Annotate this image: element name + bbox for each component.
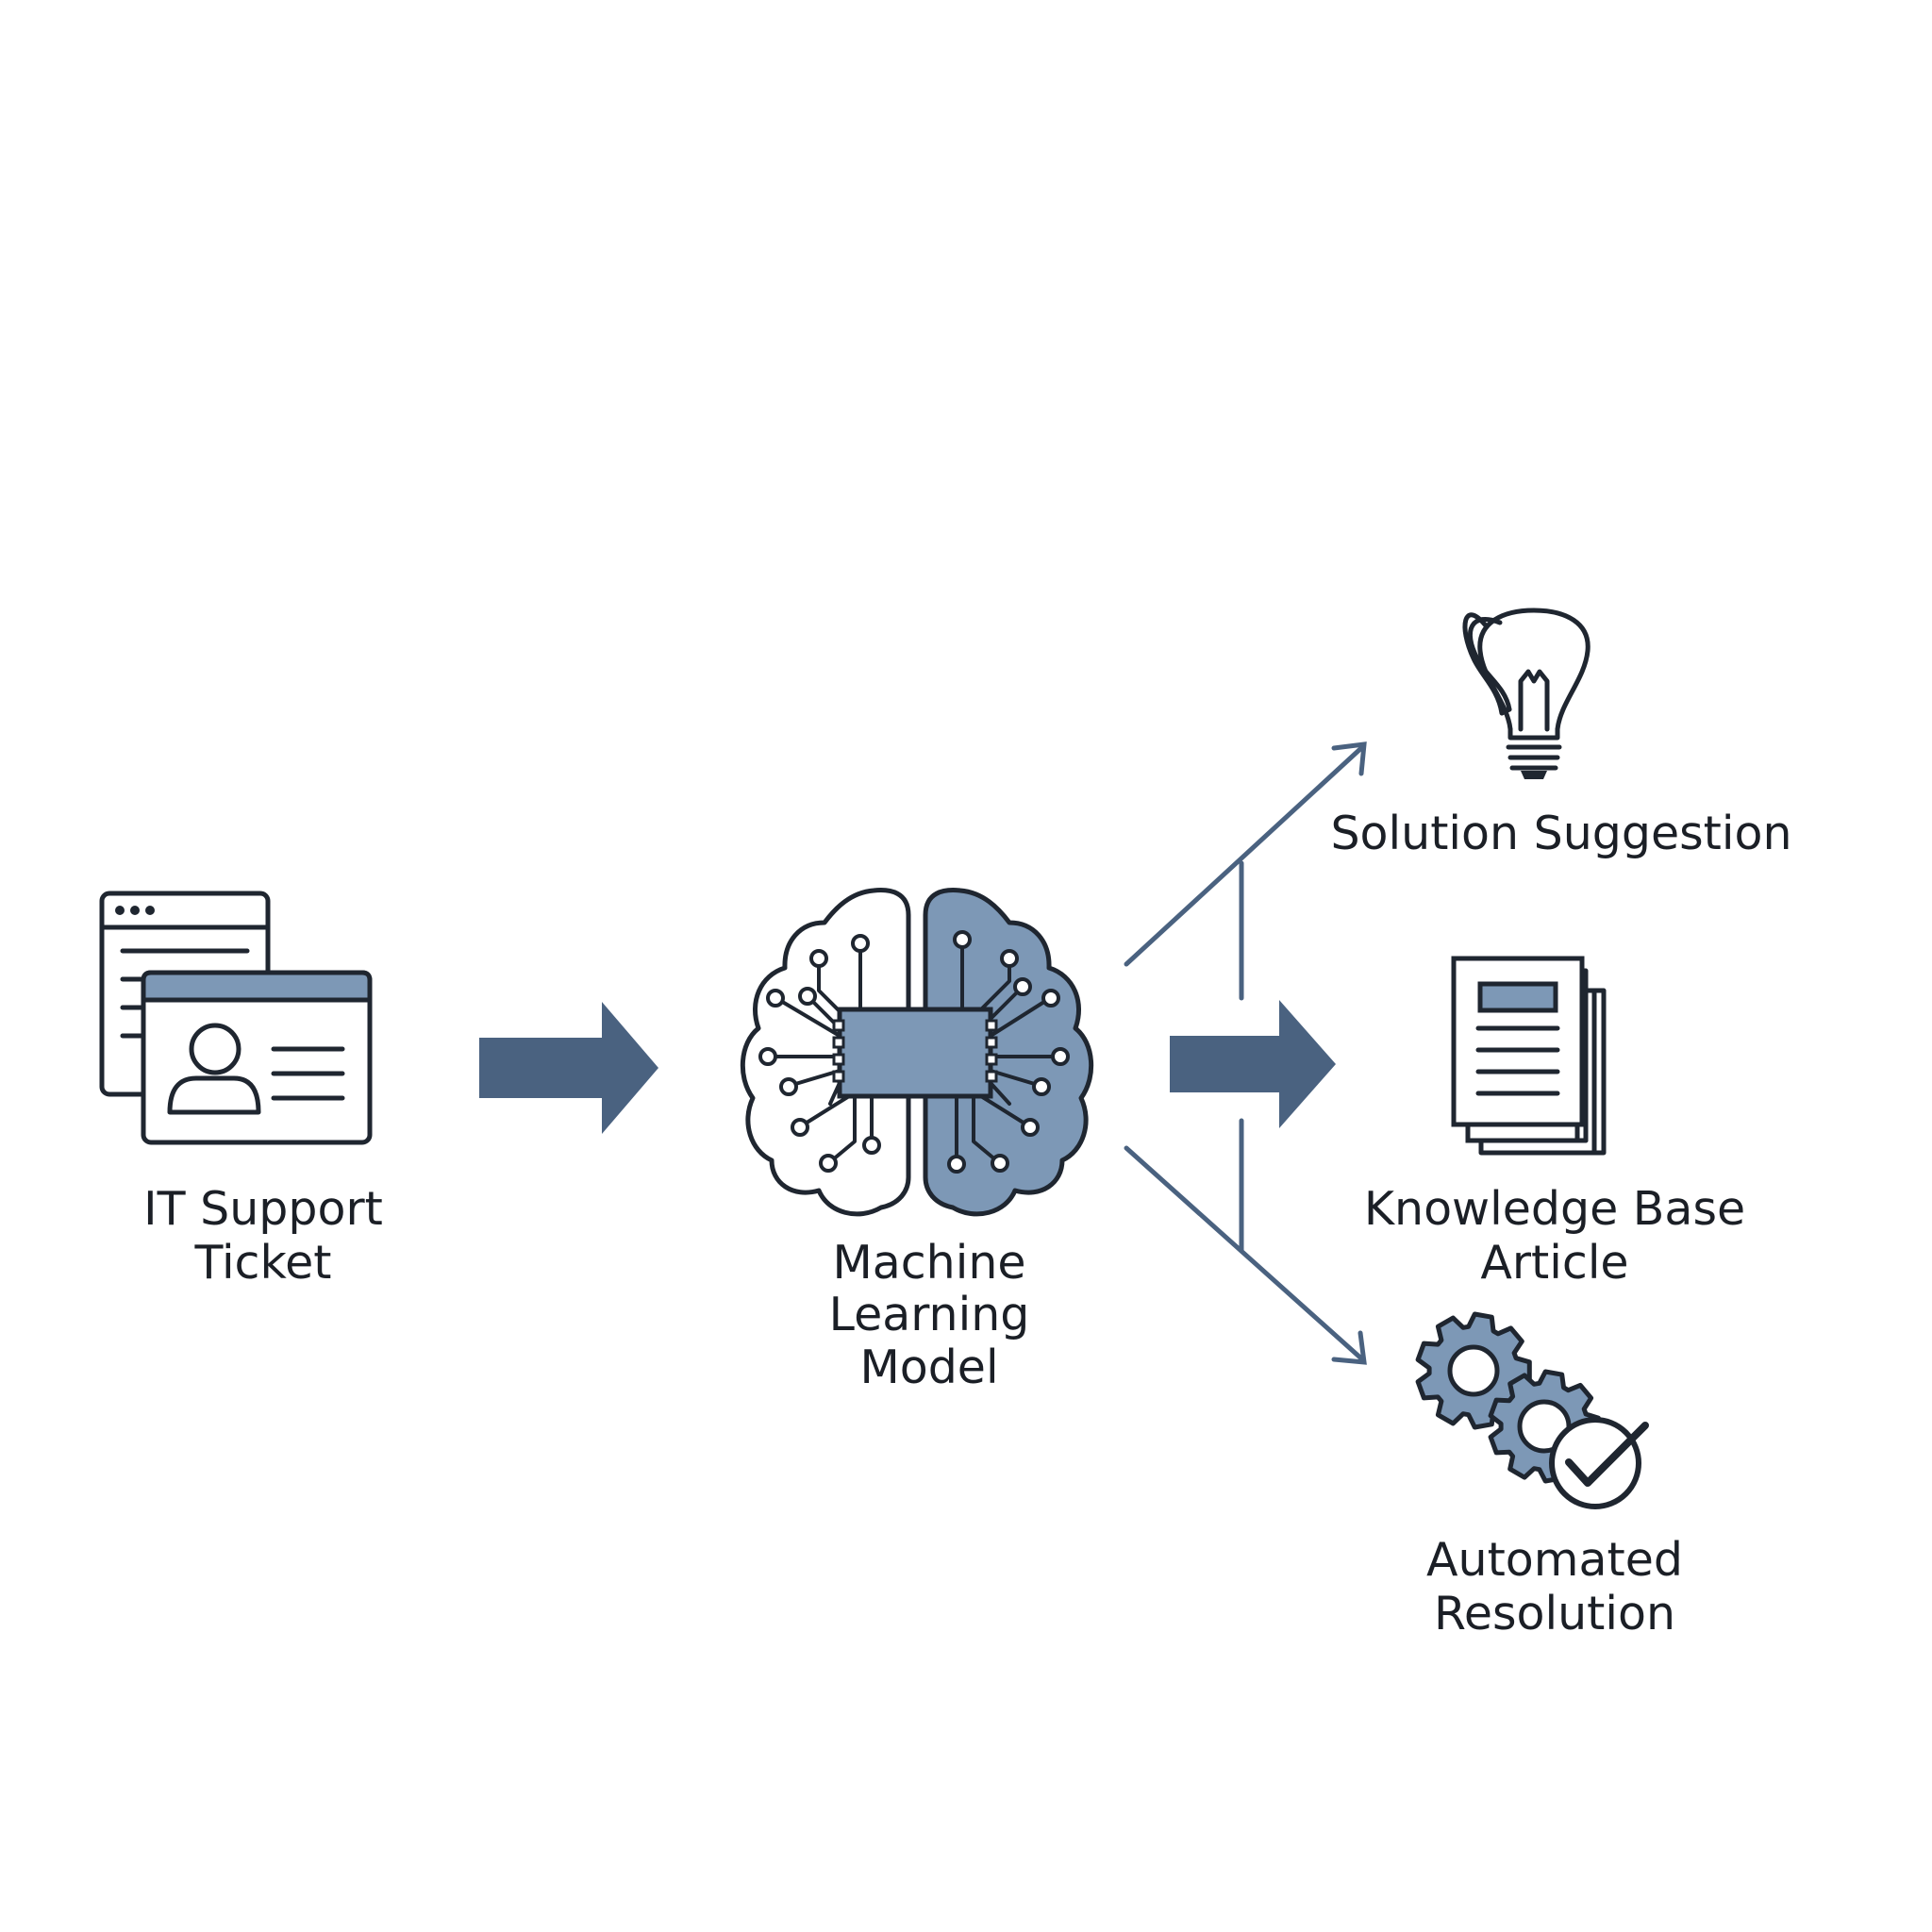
automated-label: Automated [1426,1533,1683,1587]
flow-arrow-ticket-to-model [479,1002,658,1134]
solution-label: Solution Suggestion [1330,807,1791,860]
model-label-line2: Learning [829,1288,1030,1341]
lightbulb-icon [1462,608,1591,779]
branch-arrow-down [1124,1145,1364,1361]
branch-connectors [1124,741,1367,1365]
documents-icon [1451,956,1607,1156]
check-circle-icon [1549,1417,1641,1509]
model-label: Machine [832,1236,1025,1290]
branch-arrow-up [1124,745,1364,967]
knowledge-label: Knowledge Base [1364,1182,1745,1236]
gears-check-icon [1415,1311,1649,1509]
flow-arrow-model-to-outputs [1170,1000,1336,1128]
brain-chip-icon [740,888,1094,1217]
model-label-line3: Model [859,1341,998,1394]
ticket-windows-icon [99,891,373,1145]
ticket-label-line2: Ticket [194,1236,332,1290]
automated-label-line2: Resolution [1434,1587,1675,1641]
knowledge-label-line2: Article [1480,1236,1628,1290]
checkmark-icon [1565,1422,1649,1487]
ticket-label: IT Support [143,1182,383,1236]
